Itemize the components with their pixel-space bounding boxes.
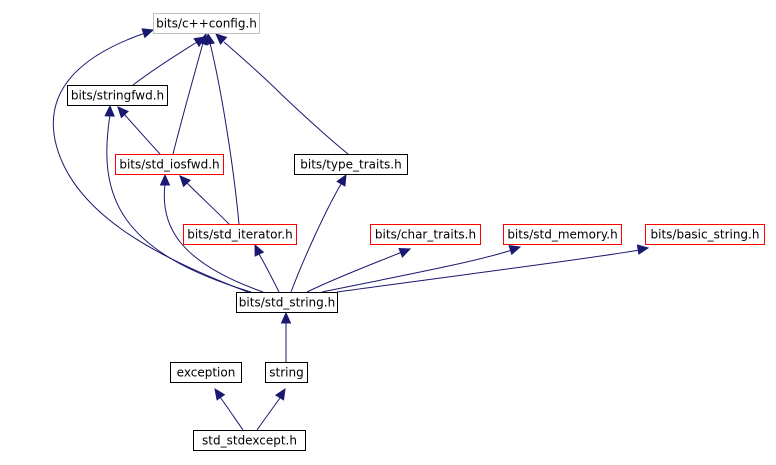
- node-type_traits[interactable]: bits/type_traits.h: [294, 154, 408, 175]
- edge-line: [219, 396, 244, 431]
- edge-std_iterator-to-cpp_config: [204, 32, 240, 225]
- node-box[interactable]: [294, 154, 408, 175]
- node-std_memory[interactable]: bits/std_memory.h: [503, 224, 622, 245]
- edge-line: [258, 253, 280, 293]
- node-std_iterator[interactable]: bits/std_iterator.h: [183, 224, 297, 245]
- node-box[interactable]: [503, 224, 622, 245]
- edge-std_stdexcept-to-string: [256, 387, 286, 431]
- node-label: bits/std_iterator.h: [187, 228, 293, 242]
- arrowhead: [280, 311, 292, 324]
- node-label: string: [269, 366, 303, 380]
- node-basic_string[interactable]: bits/basic_string.h: [645, 224, 765, 245]
- edge-stringfwd-to-cpp_config: [132, 36, 207, 86]
- node-label: bits/std_iosfwd.h: [119, 158, 219, 172]
- arrowhead: [204, 32, 216, 46]
- edge-std_stdexcept-to-exception: [214, 388, 244, 431]
- node-label: bits/c++config.h: [156, 17, 257, 31]
- node-box[interactable]: [265, 362, 308, 383]
- edge-type_traits-to-cpp_config: [215, 33, 349, 155]
- node-std_stdexcept: std_stdexcept.h: [193, 430, 306, 451]
- node-box[interactable]: [236, 292, 338, 313]
- edge-std_iosfwd-to-cpp_config: [172, 32, 208, 155]
- node-box[interactable]: [170, 362, 242, 383]
- edge-std_string-to-std_memory: [321, 245, 522, 293]
- node-box[interactable]: [115, 154, 224, 175]
- edge-std_string-to-basic_string: [336, 244, 650, 293]
- node-std_iosfwd[interactable]: bits/std_iosfwd.h: [115, 154, 224, 175]
- edge-line: [336, 249, 641, 293]
- edge-line: [209, 42, 240, 225]
- edge-std_string-to-char_traits: [306, 248, 412, 293]
- node-label: bits/char_traits.h: [375, 228, 476, 242]
- edge-line: [123, 113, 161, 155]
- arrowhead: [215, 33, 228, 45]
- node-label: std_stdexcept.h: [202, 434, 297, 448]
- edge-std_iosfwd-to-stringfwd: [117, 106, 161, 155]
- node-label: bits/stringfwd.h: [71, 89, 164, 103]
- edge-line: [186, 182, 230, 225]
- arrowhead: [398, 248, 412, 258]
- arrowhead: [104, 104, 115, 117]
- node-box[interactable]: [67, 85, 168, 106]
- edge-line: [223, 41, 349, 155]
- edge-line: [132, 41, 198, 86]
- node-stringfwd[interactable]: bits/stringfwd.h: [67, 85, 168, 106]
- arrowhead: [141, 28, 155, 39]
- edge-std_string-to-type_traits: [290, 173, 347, 293]
- arrowhead: [336, 173, 347, 187]
- node-box: [193, 430, 306, 451]
- edge-line: [306, 251, 403, 293]
- edge-line: [321, 249, 513, 293]
- node-label: bits/std_memory.h: [507, 228, 617, 242]
- node-cpp_config[interactable]: bits/c++config.h: [153, 13, 260, 34]
- edge-string-to-std_string: [280, 311, 292, 362]
- arrowhead: [274, 387, 286, 401]
- node-label: bits/basic_string.h: [651, 228, 760, 242]
- arrowhead: [508, 245, 522, 256]
- node-label: exception: [177, 366, 236, 380]
- edge-line: [163, 183, 264, 293]
- node-label: bits/std_string.h: [239, 296, 335, 310]
- arrowhead: [159, 173, 171, 186]
- node-exception[interactable]: exception: [170, 362, 242, 383]
- edge-std_string-to-std_iosfwd: [159, 173, 264, 293]
- edge-std_iterator-to-std_iosfwd: [179, 175, 230, 225]
- edge-line: [172, 42, 204, 155]
- arrowhead: [179, 175, 192, 188]
- node-box[interactable]: [183, 224, 297, 245]
- node-label: bits/type_traits.h: [300, 158, 401, 172]
- node-char_traits[interactable]: bits/char_traits.h: [370, 224, 481, 245]
- nodes-layer: bits/c++config.h bits/stringfwd.h bits/std…: [67, 13, 765, 451]
- edge-std_string-to-std_iterator: [254, 243, 280, 293]
- node-box[interactable]: [370, 224, 481, 245]
- arrowhead: [254, 243, 265, 257]
- edge-line: [106, 114, 252, 293]
- node-std_string[interactable]: bits/std_string.h: [236, 292, 338, 313]
- edge-std_string-to-stringfwd: [104, 104, 252, 293]
- edge-line: [256, 397, 281, 431]
- arrowhead: [214, 388, 226, 401]
- edges-layer: [52, 28, 650, 431]
- arrowhead: [117, 106, 129, 119]
- node-box[interactable]: [645, 224, 765, 245]
- edge-line: [290, 183, 342, 293]
- node-string[interactable]: string: [265, 362, 308, 383]
- node-box[interactable]: [153, 13, 260, 34]
- arrowhead: [636, 244, 650, 255]
